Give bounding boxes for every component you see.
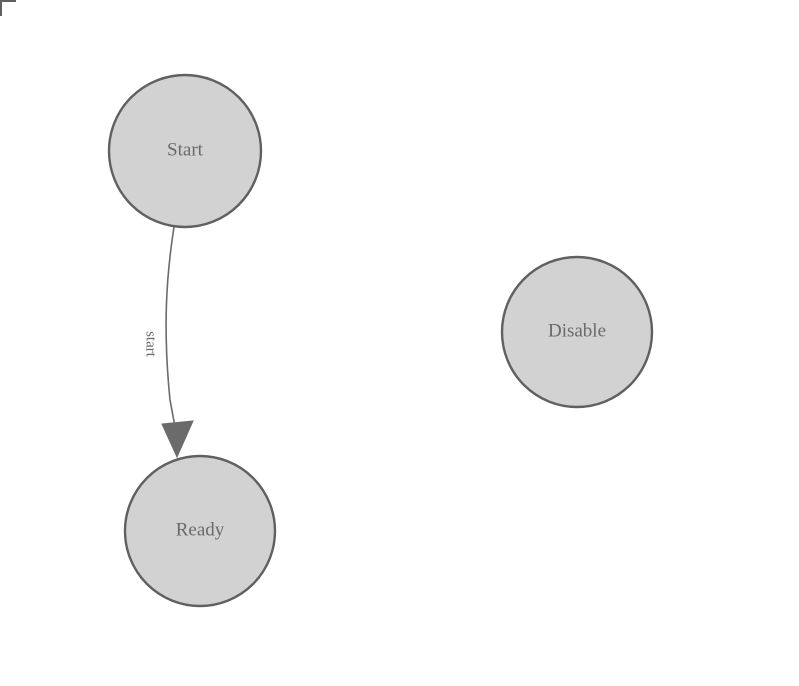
arrowhead-icon [161,420,194,459]
node-disable[interactable]: Disable [500,255,654,409]
edge-line [165,226,177,433]
node-start-label: Start [167,139,204,160]
node-start[interactable]: Start [107,73,263,229]
node-ready-circle[interactable] [123,454,277,608]
node-disable-label: Disable [548,320,606,341]
edge-label-start: start [143,331,159,358]
selection-corner-mark-icon [0,0,16,16]
node-start-circle[interactable] [107,73,263,229]
edge-start-to-ready[interactable]: start [143,226,194,459]
node-ready[interactable]: Ready [123,454,277,608]
node-disable-circle[interactable] [500,255,654,409]
node-ready-label: Ready [176,519,225,540]
